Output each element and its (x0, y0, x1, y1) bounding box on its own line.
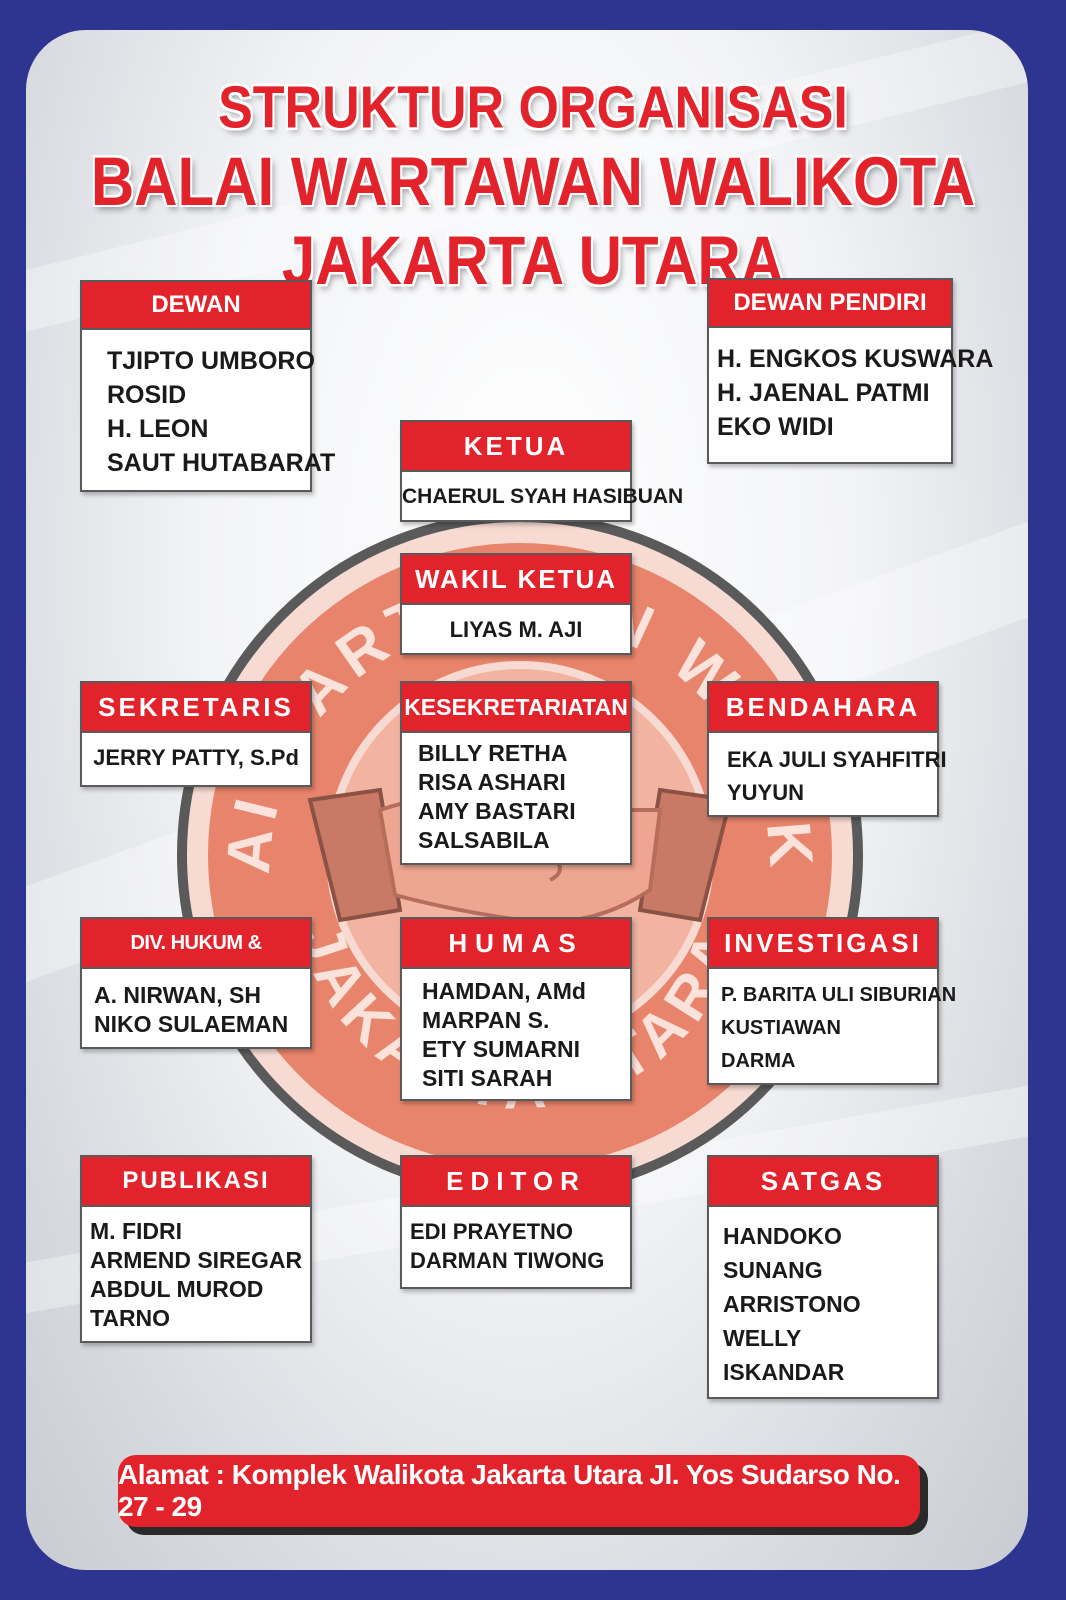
member-name: A. NIRWAN, SH (94, 982, 261, 1008)
member-name: MARPAN S. (422, 1007, 550, 1033)
title-line2: BALAI WARTAWAN WALIKOTA JAKARTA UTARA (90, 142, 976, 300)
member-name: SALSABILA (418, 827, 550, 853)
box-publikasi: PUBLIKASI M. FIDRI ARMEND SIREGAR ABDUL … (80, 1155, 312, 1343)
member-name: NIKO SULAEMAN (94, 1011, 289, 1037)
box-div-hukum-advokat: DIV. HUKUM & ADVOKAT A. NIRWAN, SH NIKO … (80, 917, 312, 1049)
box-title: SATGAS (709, 1157, 937, 1207)
member-name: YUYUN (727, 780, 805, 805)
box-title: KESEKRETARIATAN (402, 683, 630, 733)
member-name: EDI PRAYETNO (410, 1219, 574, 1244)
member-name: TJIPTO UMBORO (107, 347, 315, 375)
member-name: HAMDAN, AMd (422, 978, 586, 1004)
title-line1: STRUKTUR ORGANISASI (218, 74, 848, 142)
box-title: HUMAS (402, 919, 630, 969)
member-name: SUNANG (723, 1257, 823, 1283)
box-title: DIV. HUKUM & ADVOKAT (82, 919, 310, 1002)
member-name: BILLY RETHA (418, 740, 568, 766)
member-name: EKA JULI SYAHFITRI (727, 747, 947, 772)
member-name: P. BARITA ULI SIBURIAN (721, 984, 957, 1006)
member-name: DARMA (721, 1050, 796, 1072)
box-kesekretariatan: KESEKRETARIATAN BILLY RETHA RISA ASHARI … (400, 681, 632, 865)
member-name: H. ENGKOS KUSWARA (717, 345, 994, 373)
member-name: TARNO (90, 1305, 171, 1331)
box-satgas: SATGAS HANDOKO SUNANG ARRISTONO WELLY IS… (707, 1155, 939, 1399)
box-title: BENDAHARA (709, 683, 937, 733)
member-name: JERRY PATTY, S.Pd (93, 745, 299, 770)
member-name: ETY SUMARNI (422, 1036, 581, 1062)
box-title: KETUA (402, 422, 630, 472)
member-name: RISA ASHARI (418, 769, 566, 795)
box-editor: EDITOR EDI PRAYETNO DARMAN TIWONG (400, 1155, 632, 1289)
member-name: SAUT HUTABARAT (107, 449, 336, 477)
member-name: ABDUL MUROD (90, 1276, 264, 1302)
box-title: EDITOR (402, 1157, 630, 1207)
box-title: PUBLIKASI (82, 1157, 310, 1207)
member-name: LIYAS M. AJI (449, 617, 583, 642)
box-humas: HUMAS HAMDAN, AMd MARPAN S. ETY SUMARNI … (400, 917, 632, 1101)
box-title: DEWAN PENASEHAT (82, 282, 310, 364)
box-bendahara: BENDAHARA EKA JULI SYAHFITRI YUYUN (707, 681, 947, 817)
address-text: Alamat : Komplek Walikota Jakarta Utara … (118, 1459, 901, 1522)
member-name: M. FIDRI (90, 1218, 182, 1244)
member-name: H. LEON (107, 415, 209, 443)
member-name: EKO WIDI (717, 413, 834, 441)
box-sekretaris: SEKRETARIS JERRY PATTY, S.Pd (80, 681, 312, 787)
member-name: ARMEND SIREGAR (90, 1247, 303, 1273)
box-title: SEKRETARIS (82, 683, 310, 733)
member-name: ROSID (107, 381, 187, 409)
member-name: WELLY (723, 1325, 802, 1351)
box-wakil-ketua: WAKIL KETUA LIYAS M. AJI (400, 553, 632, 655)
member-name: CHAERUL SYAH HASIBUAN (402, 485, 684, 508)
address-banner: Alamat : Komplek Walikota Jakarta Utara … (118, 1455, 920, 1527)
member-name: ARRISTONO (723, 1291, 861, 1317)
member-name: DARMAN TIWONG (410, 1248, 605, 1273)
box-title: DEWAN PENDIRI (709, 280, 951, 328)
box-title: INVESTIGASI (709, 919, 937, 969)
member-name: KUSTIAWAN (721, 1017, 841, 1039)
box-dewan-pendiri: DEWAN PENDIRI H. ENGKOS KUSWARA H. JAENA… (707, 278, 994, 464)
box-investigasi: INVESTIGASI P. BARITA ULI SIBURIAN KUSTI… (707, 917, 957, 1085)
box-ketua: KETUA CHAERUL SYAH HASIBUAN (400, 420, 684, 522)
member-name: ISKANDAR (723, 1359, 845, 1385)
member-name: H. JAENAL PATMI (717, 379, 930, 407)
member-name: AMY BASTARI (418, 798, 576, 824)
box-dewan-penasehat: DEWAN PENASEHAT TJIPTO UMBORO ROSID H. L… (80, 280, 336, 492)
member-name: HANDOKO (723, 1223, 842, 1249)
box-title: WAKIL KETUA (402, 555, 630, 605)
member-name: SITI SARAH (422, 1065, 553, 1091)
